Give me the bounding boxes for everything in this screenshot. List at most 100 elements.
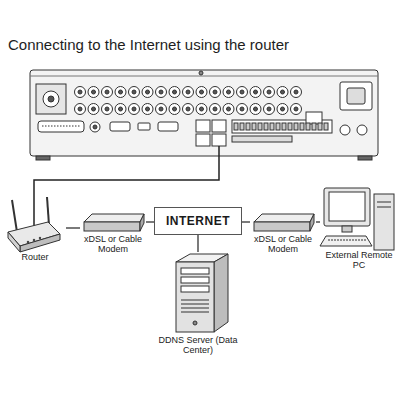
terminal-screw [258,123,262,130]
bnc-connector [142,104,153,115]
bnc-pin [159,90,163,94]
bnc-pin [132,107,136,111]
bnc-connector [237,87,248,98]
bnc-connector [291,87,302,98]
bnc-connector [250,104,261,115]
box-label: INTERNET [166,214,230,228]
bnc-pin [92,107,96,111]
bnc-pin [254,90,258,94]
terminal-screw [294,123,298,130]
bnc-connector [88,87,99,98]
terminal-screw [324,123,328,130]
bnc-connector [277,104,288,115]
bnc-pin [213,90,217,94]
terminal-screw [264,123,268,130]
bnc-pin [105,90,109,94]
diagram-title: Connecting to the Internet using the rou… [8,36,289,53]
modem-icon [84,214,144,231]
device-label: xDSL or Cable Modem [250,234,316,254]
bnc-pin [132,90,136,94]
bnc-pin [200,107,204,111]
bnc-pin [92,90,96,94]
bnc-connector [156,104,167,115]
bnc-connector [183,104,194,115]
dvr-unit [30,70,378,160]
network-link [197,235,198,252]
bnc-pin [146,90,150,94]
terminal-screw [276,123,280,130]
bnc-connector [75,87,86,98]
network-link [66,227,80,228]
terminal-screw [300,123,304,130]
terminal-screw [312,123,316,130]
modem-icon [254,214,314,231]
bnc-pin [294,107,298,111]
bnc-connector [115,87,126,98]
bnc-pin [105,107,109,111]
bnc-pin [281,107,285,111]
bnc-connector [183,87,194,98]
bnc-pin [240,107,244,111]
bnc-pin [281,90,285,94]
terminal-screw [318,123,322,130]
bnc-pin [267,90,271,94]
bnc-pin [186,107,190,111]
bnc-pin [159,107,163,111]
terminal-screw [288,123,292,130]
device-label: Router [4,252,66,262]
terminal-screw [234,123,238,130]
bnc-connector [250,87,261,98]
router-icon [8,197,60,252]
bnc-connector [129,104,140,115]
bnc-connector [210,87,221,98]
bnc-pin [213,107,217,111]
bnc-connector [264,87,275,98]
terminal-screw [282,123,286,130]
bnc-connector [88,104,99,115]
bnc-connector [210,104,221,115]
bnc-connector [169,87,180,98]
network-link [146,221,154,222]
bnc-pin [240,90,244,94]
bnc-connector [277,87,288,98]
bnc-pin [186,90,190,94]
bnc-connector [75,104,86,115]
remote-pc: External Remote PC [320,185,398,270]
bnc-connector [196,87,207,98]
bnc-pin [78,90,82,94]
modem: xDSL or Cable Modem [80,212,146,254]
bnc-pin [200,90,204,94]
bnc-pin [267,107,271,111]
terminal-screw [252,123,256,130]
terminal-screw [306,123,310,130]
bnc-connector [115,104,126,115]
bnc-pin [173,90,177,94]
bnc-connector [169,104,180,115]
device-label: DDNS Server (Data Center) [158,335,238,355]
router: Router [4,196,66,262]
bnc-pin [227,107,231,111]
bnc-pin [173,107,177,111]
bnc-connector [102,87,113,98]
terminal-screw [270,123,274,130]
ddns-server: DDNS Server (Data Center) [158,252,238,355]
bnc-connector [102,104,113,115]
bnc-connector [264,104,275,115]
bnc-connector [156,87,167,98]
bnc-pin [119,107,123,111]
terminal-screw [246,123,250,130]
server-icon [176,254,228,332]
terminal-screw [240,123,244,130]
pc-icon [320,188,394,250]
bnc-pin [78,107,82,111]
device-label: xDSL or Cable Modem [80,234,146,254]
bnc-pin [119,90,123,94]
bnc-connector [223,87,234,98]
internet-cloud-box: INTERNET [154,207,242,235]
modem: xDSL or Cable Modem [250,212,316,254]
bnc-pin [227,90,231,94]
bnc-connector [129,87,140,98]
device-label: External Remote PC [320,250,398,270]
bnc-connector [196,104,207,115]
bnc-pin [254,107,258,111]
